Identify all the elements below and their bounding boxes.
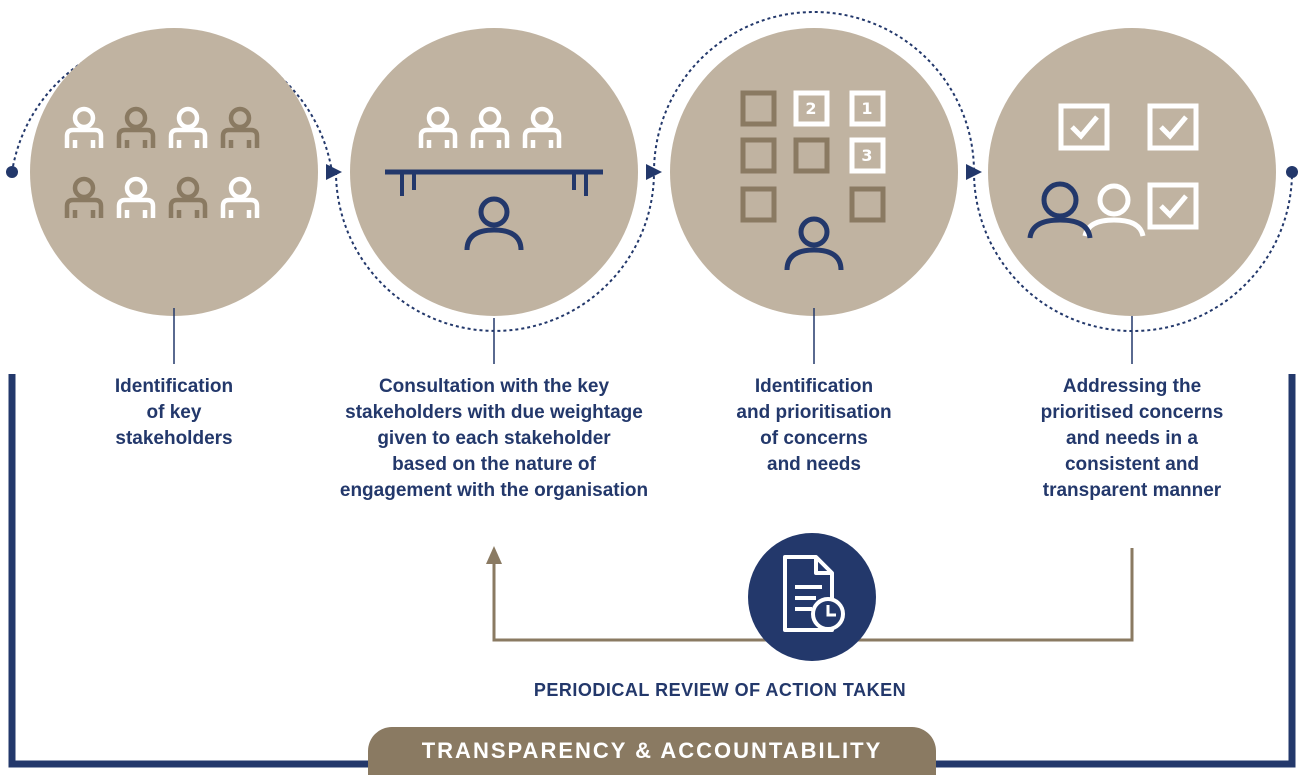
checklist-people-icon	[1027, 103, 1199, 239]
banner-label: TRANSPARENCY & ACCOUNTABILITY	[421, 738, 883, 763]
priority-number-1: 1	[861, 99, 872, 118]
arrow-head-3	[966, 164, 982, 180]
arc-start-dot	[6, 166, 18, 178]
review-label: PERIODICAL REVIEW OF ACTION TAKEN	[533, 680, 907, 700]
step-circle-1	[30, 28, 318, 316]
review-loop-arrow	[486, 546, 502, 564]
arrow-head-2	[646, 164, 662, 180]
step-label-2: Consultation with the key stakeholders w…	[339, 376, 649, 501]
arc-2	[335, 171, 655, 332]
step-label-1: Identification of key stakeholders	[114, 376, 234, 449]
document-clock-icon	[748, 533, 876, 661]
transparency-banner: TRANSPARENCY & ACCOUNTABILITY	[368, 727, 936, 775]
prioritisation-grid-icon: 2 1 3	[740, 90, 886, 270]
priority-number-2: 2	[805, 99, 816, 118]
priority-number-3: 3	[861, 146, 872, 165]
step-connectors	[173, 308, 1133, 364]
arrow-head-1	[326, 164, 342, 180]
consultation-meeting-icon	[385, 109, 603, 250]
step-label-4: Addressing the prioritised concerns and …	[1040, 376, 1224, 501]
step-label-3: Identification and prioritisation of con…	[736, 376, 892, 475]
step-circle-4	[988, 28, 1276, 316]
arc-end-dot	[1286, 166, 1298, 178]
